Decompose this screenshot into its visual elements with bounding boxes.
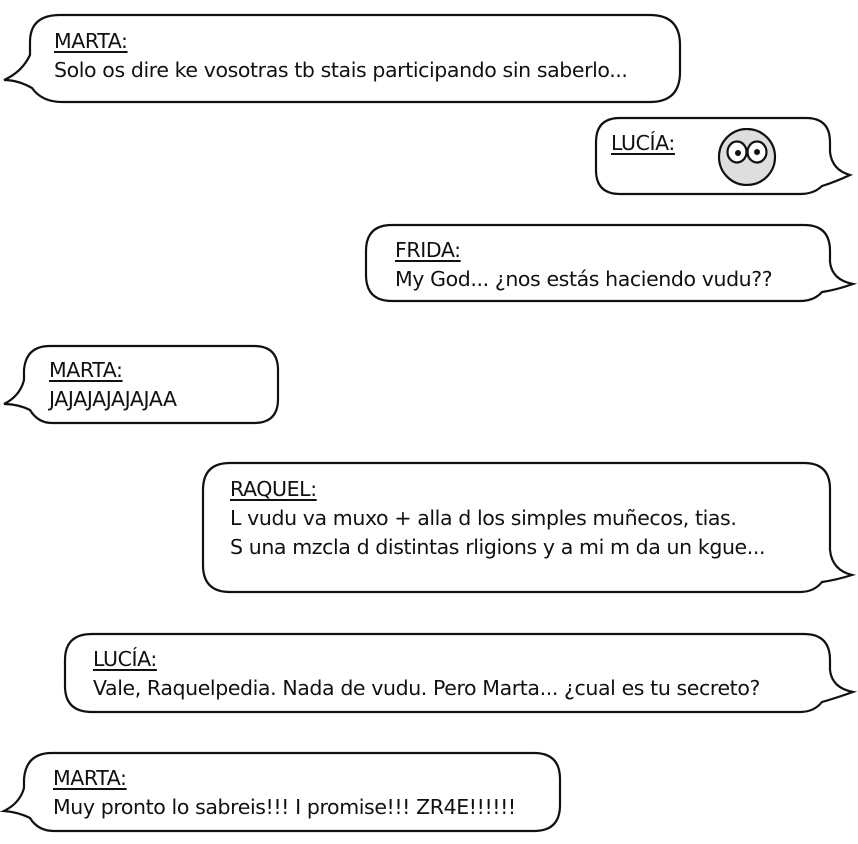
chat-bubble-lucia-2: LUCÍA: Vale, Raquelpedia. Nada de vudu. … (63, 632, 858, 714)
speaker-name: RAQUEL: (230, 477, 317, 501)
chat-bubble-marta-1: MARTA: Solo os dire ke vosotras tb stais… (0, 0, 858, 110)
speaker-name: LUCÍA: (93, 647, 157, 671)
speech-bubble-shape (364, 223, 858, 303)
message-text: L vudu va muxo + alla d los simples muñe… (230, 506, 737, 530)
message-text: JAJAJAJAJAJAA (49, 387, 177, 411)
message-text: My God... ¿nos estás haciendo vudu?? (395, 267, 773, 291)
chat-bubble-raquel: RAQUEL: L vudu va muxo + alla d los simp… (201, 461, 857, 594)
speaker-name: MARTA: (49, 358, 123, 382)
message-text: Solo os dire ke vosotras tb stais partic… (54, 58, 628, 82)
speech-bubble-shape (63, 632, 858, 714)
speech-bubble-shape (201, 461, 857, 594)
speaker-name: LUCÍA: (611, 131, 675, 155)
message-text: S una mzcla d distintas rligions y a mi … (230, 535, 766, 559)
speech-bubble-shape (3, 13, 682, 104)
chat-bubble-lucia-1: LUCÍA: (0, 0, 858, 210)
speaker-name: FRIDA: (395, 238, 461, 262)
speaker-name: MARTA: (53, 766, 127, 790)
wide-eyed-face-icon (717, 128, 777, 186)
chat-bubble-frida: FRIDA: My God... ¿nos estás haciendo vud… (0, 0, 858, 310)
message-text: Muy pronto lo sabreis!!! I promise!!! ZR… (53, 795, 516, 819)
speaker-name: MARTA: (54, 29, 128, 53)
chat-bubble-marta-2: MARTA: JAJAJAJAJAJAA (3, 344, 280, 425)
message-text: Vale, Raquelpedia. Nada de vudu. Pero Ma… (93, 676, 760, 700)
speech-bubble-shape (3, 344, 280, 425)
